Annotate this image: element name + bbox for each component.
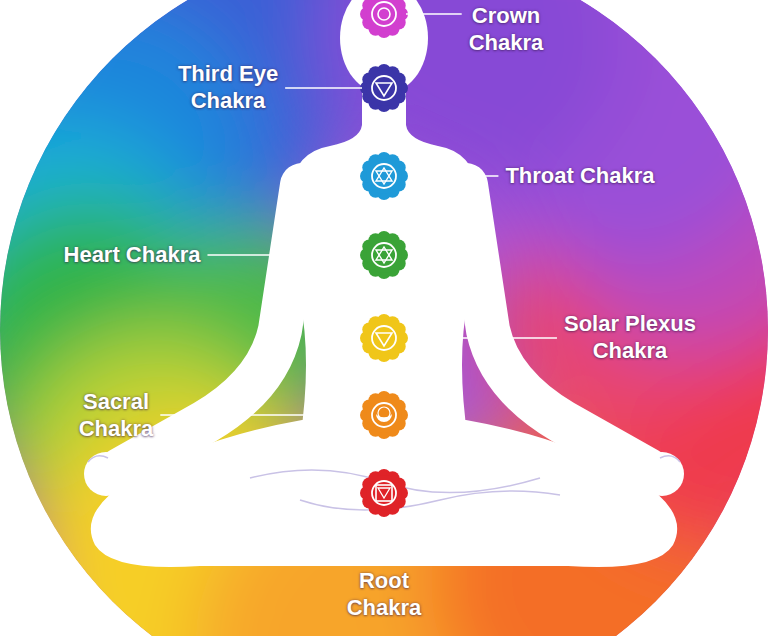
chakra-label: Throat Chakra xyxy=(470,162,690,189)
chakra-symbols xyxy=(360,0,408,517)
chakra-symbol xyxy=(360,314,408,362)
chakra-symbol xyxy=(360,64,408,112)
chakra-symbol xyxy=(360,469,408,517)
leader-line xyxy=(408,175,498,177)
chakra-label: Root Chakra xyxy=(334,567,434,621)
chakra-label: Sacral Chakra xyxy=(61,388,171,442)
leader-line xyxy=(160,414,360,416)
chakra-label: Crown Chakra xyxy=(456,2,556,56)
leader-line xyxy=(408,337,557,339)
leader-line xyxy=(285,87,362,89)
chakra-symbol xyxy=(360,0,408,38)
chakra-symbol xyxy=(360,152,408,200)
meditating-figure xyxy=(84,0,684,567)
chakra-label: Third Eye Chakra xyxy=(158,60,298,114)
leader-line xyxy=(406,13,462,15)
chakra-label: Heart Chakra xyxy=(27,241,237,268)
chakra-symbol xyxy=(360,231,408,279)
chakra-label: Solar Plexus Chakra xyxy=(538,310,723,364)
leader-line xyxy=(207,254,360,256)
chakra-symbol xyxy=(360,391,408,439)
leg-outline xyxy=(88,456,680,510)
leader-line xyxy=(383,517,385,563)
